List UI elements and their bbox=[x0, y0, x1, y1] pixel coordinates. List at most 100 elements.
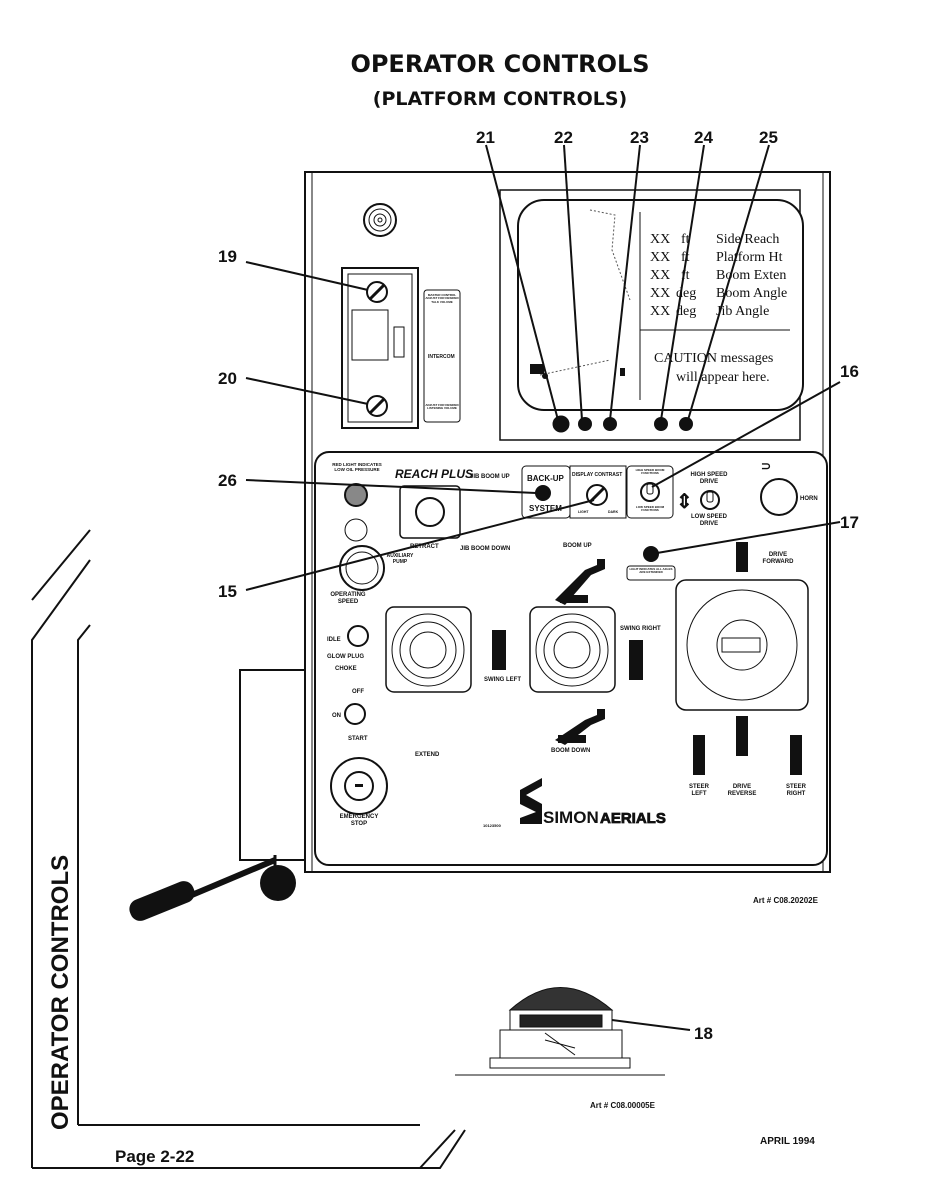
steer-left-icon bbox=[693, 735, 705, 775]
steer-right-icon bbox=[790, 735, 802, 775]
svg-text:Side Reach: Side Reach bbox=[716, 232, 779, 247]
svg-text:18: 18 bbox=[694, 1024, 713, 1043]
side-box bbox=[239, 669, 306, 861]
boom-up-label: BOOM UP bbox=[563, 543, 592, 549]
boom-speed-switch[interactable] bbox=[640, 482, 660, 502]
drive-steer-joystick[interactable] bbox=[675, 579, 809, 711]
svg-text:XX: XX bbox=[650, 304, 670, 319]
low-oil-label: RED LIGHT INDICATES LOW OIL PRESSURE bbox=[332, 462, 382, 472]
svg-text:20: 20 bbox=[218, 369, 237, 388]
steer-right-label: STEER RIGHT bbox=[785, 784, 806, 797]
choke-label: CHOKE bbox=[335, 666, 357, 672]
drive-reverse-label: DRIVE REVERSE bbox=[727, 784, 757, 797]
part-number: 10123500 bbox=[483, 823, 502, 828]
control-panel bbox=[314, 451, 828, 866]
dark-label: DARK bbox=[608, 510, 619, 514]
operating-speed-label: OPERATING SPEED bbox=[330, 592, 366, 605]
svg-text:17: 17 bbox=[840, 513, 859, 532]
drive-forward-icon bbox=[736, 542, 748, 572]
svg-text:24: 24 bbox=[694, 128, 713, 147]
svg-text:deg: deg bbox=[676, 304, 696, 319]
page-title: OPERATOR CONTROLS bbox=[350, 50, 650, 78]
display-contrast-label: DISPLAY CONTRAST bbox=[572, 472, 622, 478]
boom-extend-joystick[interactable] bbox=[385, 606, 472, 693]
side-tab bbox=[31, 529, 466, 1169]
svg-text:XX: XX bbox=[650, 268, 670, 283]
swing-boom-joystick[interactable] bbox=[529, 606, 616, 693]
emergency-stop-button[interactable] bbox=[330, 757, 388, 815]
svg-text:CAUTION messages: CAUTION messages bbox=[654, 351, 773, 366]
svg-text:Boom Angle: Boom Angle bbox=[716, 286, 787, 301]
off-label: OFF bbox=[352, 689, 364, 695]
axles-light-label: LIGHT INDICATES ALL AXLES ARE EXTENDED bbox=[629, 567, 673, 575]
art-number-main: Art # C08.20202E bbox=[753, 896, 819, 905]
high-speed-drive-label: HIGH SPEED DRIVE bbox=[690, 472, 728, 485]
boom-down-label: BOOM DOWN bbox=[551, 748, 590, 754]
svg-text:XX: XX bbox=[650, 250, 670, 265]
steer-left-label: STEER LEFT bbox=[688, 784, 709, 797]
lever-handle[interactable] bbox=[126, 878, 197, 924]
indicator-lights bbox=[552, 415, 693, 433]
intercom-label: INTERCOM bbox=[428, 354, 455, 360]
svg-text:Platform Ht: Platform Ht bbox=[716, 250, 783, 265]
retract-extend-joystick[interactable] bbox=[415, 497, 445, 527]
lever-knob[interactable] bbox=[260, 865, 296, 901]
backup-system-button[interactable] bbox=[535, 485, 551, 501]
drive-reverse-icon bbox=[736, 716, 748, 756]
svg-text:26: 26 bbox=[218, 471, 237, 490]
svg-text:Jib Angle: Jib Angle bbox=[716, 304, 769, 319]
listen-volume-knob[interactable] bbox=[366, 395, 388, 417]
svg-text:23: 23 bbox=[630, 128, 649, 147]
art-number-button: Art # C08.00005E bbox=[590, 1101, 656, 1110]
swing-left-label: SWING LEFT bbox=[484, 677, 521, 683]
svg-text:15: 15 bbox=[218, 582, 237, 601]
horn-button[interactable] bbox=[760, 478, 798, 516]
backup-label: BACK-UP bbox=[527, 474, 565, 483]
retract-label: RETRACT bbox=[410, 544, 439, 550]
svg-text:SIMON: SIMON bbox=[543, 808, 599, 827]
svg-text:ft: ft bbox=[681, 232, 690, 247]
low-speed-drive-label: LOW SPEED DRIVE bbox=[690, 514, 727, 527]
updown-arrow-icon: ⇕ bbox=[676, 491, 693, 513]
svg-text:16: 16 bbox=[840, 362, 859, 381]
emergency-stop-detail bbox=[455, 987, 691, 1076]
svg-text:Boom Exten: Boom Exten bbox=[716, 268, 786, 283]
talk-volume-knob[interactable] bbox=[366, 281, 388, 303]
svg-text:19: 19 bbox=[218, 247, 237, 266]
ignition-switch[interactable] bbox=[344, 703, 366, 725]
intercom-listen-note: ADJUST FOR DESIRED LISTENING VOLUME bbox=[425, 403, 459, 411]
simon-aerials-logo: SIMON AERIALS bbox=[520, 778, 666, 827]
auxiliary-pump-button[interactable] bbox=[339, 545, 385, 591]
drive-forward-label: DRIVE FORWARD bbox=[762, 552, 794, 565]
drive-speed-switch[interactable] bbox=[700, 490, 720, 510]
callout-leaders bbox=[245, 144, 841, 591]
svg-text:ft: ft bbox=[681, 268, 690, 283]
light-label: LIGHT bbox=[578, 510, 589, 514]
aux-pump-label: AUXILIARY PUMP bbox=[386, 553, 414, 565]
boom-down-icon bbox=[555, 709, 605, 745]
glow-plug-label: GLOW PLUG bbox=[327, 654, 364, 660]
svg-text:XX: XX bbox=[650, 232, 670, 247]
intercom-speaker-icon bbox=[363, 203, 397, 237]
throttle-switch[interactable] bbox=[347, 625, 369, 647]
display-screen bbox=[517, 199, 804, 411]
side-tab-label: OPERATOR CONTROLS bbox=[47, 855, 74, 1130]
extend-label: EXTEND bbox=[415, 752, 440, 758]
page-subtitle: (PLATFORM CONTROLS) bbox=[372, 88, 628, 110]
start-label: START bbox=[348, 736, 368, 742]
horn-icon: ⊃ bbox=[761, 459, 771, 473]
swing-right-label: SWING RIGHT bbox=[620, 626, 661, 632]
svg-text:XX: XX bbox=[650, 286, 670, 301]
intercom-talk-note: MASTER CONTROL ADJUST FOR DESIRED TALK V… bbox=[425, 293, 459, 304]
swing-right-icon bbox=[629, 640, 643, 680]
svg-text:25: 25 bbox=[759, 128, 778, 147]
emergency-stop-label: EMERGENCY STOP bbox=[339, 814, 379, 827]
axles-extended-light bbox=[643, 546, 659, 562]
svg-text:AERIALS: AERIALS bbox=[600, 810, 666, 827]
low-speed-boom-label: LOW SPEED BOOM FUNCTIONS bbox=[635, 505, 665, 513]
idle-label: IDLE bbox=[327, 637, 341, 643]
system-label: SYSTEM bbox=[529, 504, 562, 513]
jib-down-label: JIB BOOM DOWN bbox=[460, 546, 510, 552]
